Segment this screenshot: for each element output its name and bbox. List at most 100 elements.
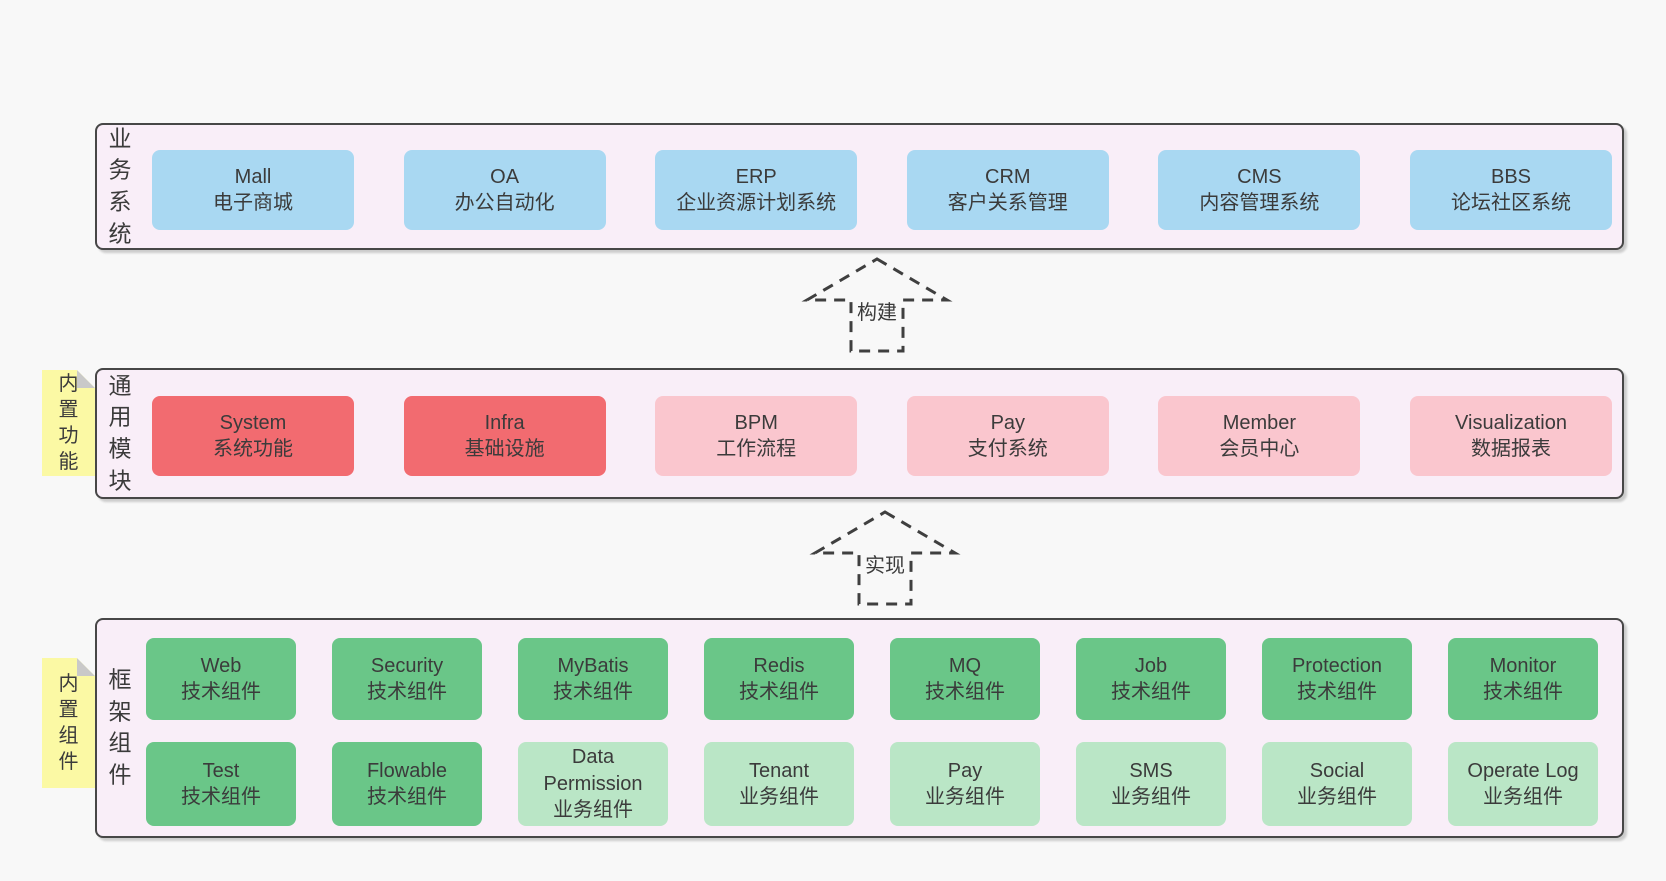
box-subtitle: 技术组件 bbox=[181, 681, 261, 703]
box-title: Test bbox=[202, 759, 240, 782]
box-subtitle: 技术组件 bbox=[1111, 681, 1191, 703]
box-title: Flowable bbox=[366, 759, 448, 782]
box-subtitle: 技术组件 bbox=[739, 681, 819, 703]
box-cms: CMS 内容管理系统 bbox=[1158, 150, 1361, 230]
box-visualization: Visualization 数据报表 bbox=[1410, 396, 1612, 476]
box-erp: ERP 企业资源计划系统 bbox=[655, 150, 858, 230]
box-pay: Pay 支付系统 bbox=[906, 396, 1109, 476]
box-subtitle: 办公自动化 bbox=[454, 192, 555, 214]
box-web: Web 技术组件 bbox=[146, 638, 296, 720]
box-monitor: Monitor 技术组件 bbox=[1448, 638, 1598, 720]
sticky-label: 内置组件 bbox=[58, 673, 79, 773]
box-pay-biz: Pay 业务组件 bbox=[890, 742, 1040, 826]
box-mybatis: MyBatis 技术组件 bbox=[518, 638, 668, 720]
box-title: Pay bbox=[947, 759, 983, 782]
box-title: Visualization bbox=[1455, 411, 1567, 434]
box-crm: CRM 客户关系管理 bbox=[906, 150, 1109, 230]
box-subtitle: 业务组件 bbox=[1483, 786, 1563, 808]
box-title: Protection bbox=[1291, 654, 1383, 677]
box-title: Redis bbox=[753, 654, 805, 677]
box-sms: SMS 业务组件 bbox=[1076, 742, 1226, 826]
box-mall: Mall 电子商城 bbox=[152, 150, 354, 230]
box-subtitle: 业务组件 bbox=[1111, 786, 1191, 808]
box-subtitle: 业务组件 bbox=[1297, 786, 1377, 808]
box-subtitle: 技术组件 bbox=[367, 786, 447, 808]
box-title: Infra bbox=[484, 411, 525, 434]
box-title: CRM bbox=[985, 165, 1031, 188]
sticky-label: 内置功能 bbox=[58, 373, 79, 473]
box-tenant: Tenant 业务组件 bbox=[704, 742, 854, 826]
box-title: MQ bbox=[948, 654, 982, 677]
box-title: Data Permission bbox=[543, 746, 643, 795]
box-operate-log: Operate Log 业务组件 bbox=[1448, 742, 1598, 826]
arrow-label: 构建 bbox=[853, 295, 901, 326]
box-title: Web bbox=[200, 654, 242, 677]
box-title: BPM bbox=[734, 411, 778, 434]
sticky-note-builtin-components: 内置组件 bbox=[42, 658, 95, 788]
box-redis: Redis 技术组件 bbox=[704, 638, 854, 720]
box-subtitle: 业务组件 bbox=[553, 799, 633, 822]
sticky-fold-icon bbox=[77, 370, 95, 388]
sticky-fold-icon bbox=[77, 658, 95, 676]
box-subtitle: 技术组件 bbox=[925, 681, 1005, 703]
box-flowable: Flowable 技术组件 bbox=[332, 742, 482, 826]
box-subtitle: 企业资源计划系统 bbox=[676, 192, 837, 214]
box-subtitle: 数据报表 bbox=[1471, 438, 1551, 460]
box-subtitle: 电子商城 bbox=[213, 192, 293, 214]
box-security: Security 技术组件 bbox=[332, 638, 482, 720]
box-title: SMS bbox=[1129, 759, 1173, 782]
box-subtitle: 会员中心 bbox=[1219, 438, 1300, 460]
box-test: Test 技术组件 bbox=[146, 742, 296, 826]
box-system: System 系统功能 bbox=[152, 396, 354, 476]
box-title: MyBatis bbox=[557, 654, 629, 677]
box-subtitle: 客户关系管理 bbox=[947, 192, 1068, 214]
box-subtitle: 业务组件 bbox=[739, 786, 819, 808]
box-bpm: BPM 工作流程 bbox=[655, 396, 858, 476]
arrow-build: 构建 bbox=[792, 255, 962, 355]
box-bbs: BBS 论坛社区系统 bbox=[1410, 150, 1612, 230]
box-subtitle: 工作流程 bbox=[716, 438, 797, 460]
box-data-permission: Data Permission 业务组件 bbox=[518, 742, 668, 826]
box-title: Job bbox=[1134, 654, 1168, 677]
box-mq: MQ 技术组件 bbox=[890, 638, 1040, 720]
band-business-systems: 业务系统 Mall 电子商城 OA 办公自动化 ERP 企业资源计划系统 CRM… bbox=[95, 123, 1624, 250]
box-title: Pay bbox=[990, 411, 1026, 434]
box-subtitle: 业务组件 bbox=[925, 786, 1005, 808]
sticky-note-builtin-features: 内置功能 bbox=[42, 370, 95, 476]
box-title: BBS bbox=[1490, 165, 1532, 188]
box-subtitle: 技术组件 bbox=[553, 681, 633, 703]
arrow-implement: 实现 bbox=[800, 508, 970, 608]
box-subtitle: 内容管理系统 bbox=[1199, 192, 1320, 214]
box-infra: Infra 基础设施 bbox=[403, 396, 606, 476]
box-title: Member bbox=[1222, 411, 1297, 434]
box-subtitle: 技术组件 bbox=[181, 786, 261, 808]
arrow-label: 实现 bbox=[861, 548, 909, 579]
box-title: Tenant bbox=[748, 759, 810, 782]
box-oa: OA 办公自动化 bbox=[403, 150, 606, 230]
box-title: Social bbox=[1309, 759, 1365, 782]
box-title: ERP bbox=[735, 165, 777, 188]
box-title: CMS bbox=[1237, 165, 1282, 188]
box-social: Social 业务组件 bbox=[1262, 742, 1412, 826]
band-label: 业务系统 bbox=[108, 125, 132, 247]
band-framework-components: 框架组件 Web 技术组件 Security 技术组件 MyBatis 技术组件… bbox=[95, 618, 1624, 838]
box-subtitle: 技术组件 bbox=[367, 681, 447, 703]
box-subtitle: 支付系统 bbox=[967, 438, 1048, 460]
band-label: 通用模块 bbox=[108, 372, 132, 494]
box-title: OA bbox=[490, 165, 520, 188]
box-title: System bbox=[219, 411, 287, 434]
band-label: 框架组件 bbox=[108, 666, 132, 788]
box-title: Operate Log bbox=[1467, 759, 1579, 782]
band-common-modules: 通用模块 System 系统功能 Infra 基础设施 BPM 工作流程 Pay… bbox=[95, 368, 1624, 499]
box-subtitle: 论坛社区系统 bbox=[1451, 192, 1571, 214]
box-title: Security bbox=[370, 654, 444, 677]
box-subtitle: 基础设施 bbox=[464, 438, 545, 460]
box-subtitle: 系统功能 bbox=[213, 438, 293, 460]
box-member: Member 会员中心 bbox=[1158, 396, 1361, 476]
box-title: Mall bbox=[234, 165, 272, 188]
box-title: Monitor bbox=[1489, 654, 1557, 677]
box-job: Job 技术组件 bbox=[1076, 638, 1226, 720]
box-subtitle: 技术组件 bbox=[1483, 681, 1563, 703]
box-subtitle: 技术组件 bbox=[1297, 681, 1377, 703]
